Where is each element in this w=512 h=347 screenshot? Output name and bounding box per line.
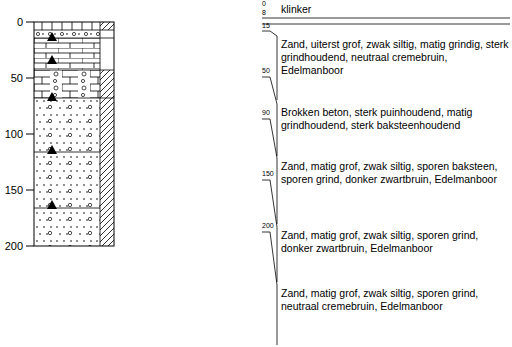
layer-boundary — [34, 22, 114, 246]
layer-description: Zand, matig grof, zwak siltig, sporen gr… — [281, 287, 510, 313]
layer-depth: 0 — [262, 0, 276, 8]
depth-axis-value: 0 — [0, 15, 23, 29]
klinker-layer — [34, 22, 100, 30]
sample-triangle — [47, 32, 57, 41]
axis-tick — [26, 22, 34, 246]
layer-line — [262, 18, 510, 19]
layer-description: Zand, uiterst grof, zwak siltig, matig g… — [281, 38, 510, 77]
sample-triangle — [47, 145, 57, 154]
borehole-column — [34, 22, 114, 246]
depth-axis — [26, 22, 34, 246]
leader-line — [262, 31, 277, 100]
leader-line — [262, 232, 277, 345]
sample-markers — [47, 32, 57, 209]
layer-depth: 8 — [262, 9, 276, 17]
layer-description: Zand, matig grof, zwak siltig, sporen ba… — [281, 160, 510, 186]
depth-axis-value: 50 — [0, 71, 23, 85]
sample-triangle — [47, 92, 57, 101]
hatched-strip — [100, 70, 114, 246]
layer-depth: 200 — [262, 222, 280, 230]
layer-line — [262, 24, 510, 25]
depth-axis-value: 150 — [0, 183, 23, 197]
concrete-layer — [34, 38, 100, 70]
sample-triangle — [47, 55, 57, 64]
depth-axis-value: 100 — [0, 127, 23, 141]
layer-description: klinker — [281, 3, 510, 16]
sand-layer — [34, 98, 100, 246]
klinker-hatch — [42, 22, 92, 30]
rubble-layer — [34, 70, 100, 98]
layer-description: Brokken beton, sterk puinhoudend, matig … — [281, 106, 510, 132]
description-leaders — [262, 18, 510, 345]
layer-depth: 15 — [262, 22, 276, 30]
layer-description: Zand, matig grof, zwak siltig, sporen gr… — [281, 229, 510, 255]
depth-axis-value: 200 — [0, 239, 23, 253]
hatched-strip — [100, 22, 114, 30]
gravel-layer — [34, 30, 100, 38]
layer-depth: 150 — [262, 170, 280, 178]
column-outline — [34, 22, 114, 246]
sample-triangle — [47, 200, 57, 209]
layer-depth: 50 — [262, 67, 280, 75]
layer-depth: 90 — [262, 109, 280, 117]
